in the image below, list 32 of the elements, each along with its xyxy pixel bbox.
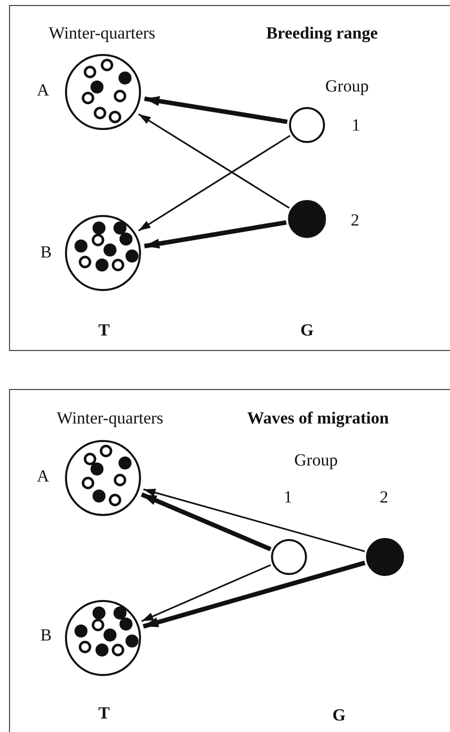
group-circle: [289, 107, 325, 143]
beside-label: B: [40, 244, 52, 260]
text-label: Group: [294, 452, 338, 468]
arrow: [142, 560, 366, 629]
heading-label: T: [98, 322, 110, 338]
beside-label: 2: [350, 212, 360, 228]
text-label: Winter-quarters: [48, 24, 156, 42]
arrow: [141, 564, 271, 622]
heading-label: G: [300, 322, 314, 338]
heading-label: G: [332, 706, 346, 724]
beside-label: 2: [380, 488, 388, 506]
beside-label: 1: [352, 116, 360, 134]
panel-frame: [9, 5, 450, 351]
beside-label: 1: [284, 488, 292, 506]
arrow: [143, 488, 365, 552]
text-label: Group: [325, 78, 369, 94]
group-circle: [288, 200, 326, 238]
heading-label: Breeding range: [266, 24, 378, 42]
arrow: [138, 114, 290, 209]
beside-label: A: [36, 468, 50, 484]
heading-label: Waves of migration: [247, 410, 389, 426]
arrow: [138, 134, 290, 232]
arrow: [144, 96, 288, 124]
heading-label: T: [98, 704, 110, 722]
arrow: [140, 492, 272, 552]
group-circle: [366, 538, 404, 576]
text-label: Winter-quarters: [56, 410, 164, 426]
group-circle: [271, 539, 307, 575]
panel-frame: [9, 389, 450, 732]
beside-label: A: [36, 82, 50, 98]
beside-label: B: [40, 626, 52, 644]
arrow: [144, 220, 287, 249]
